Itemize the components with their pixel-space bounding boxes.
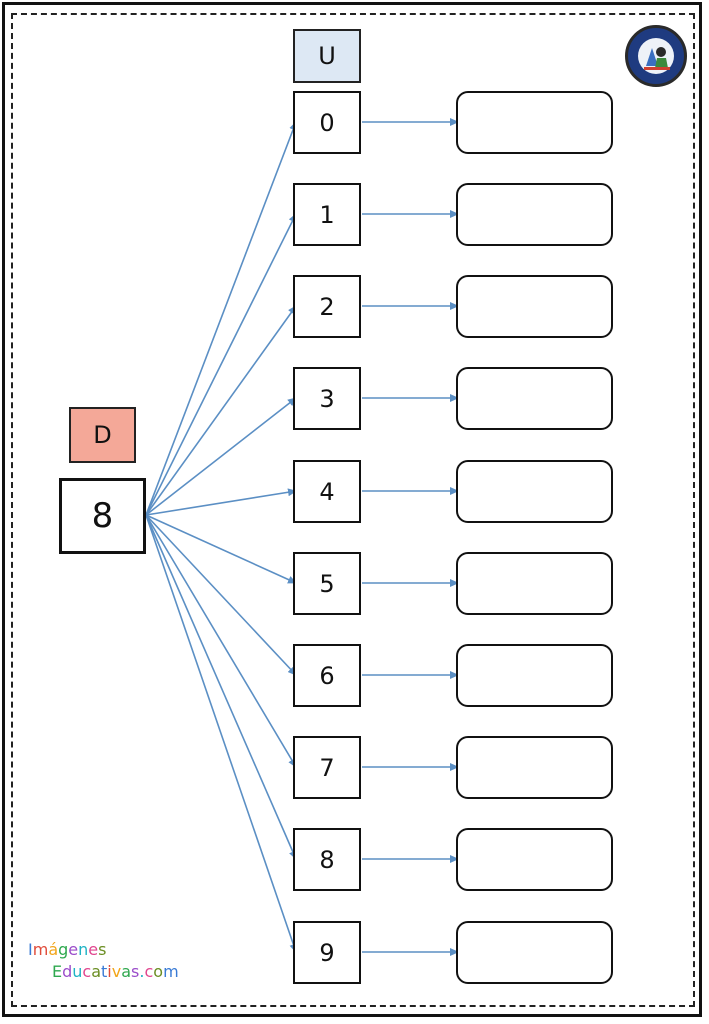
units-digit-box-3: 3 bbox=[293, 367, 361, 430]
units-digit-box-2: 2 bbox=[293, 275, 361, 338]
answer-box-1[interactable] bbox=[456, 183, 613, 246]
dashed-border bbox=[11, 13, 695, 1007]
units-digit-box-0: 0 bbox=[293, 91, 361, 154]
answer-box-8[interactable] bbox=[456, 828, 613, 891]
brand-line-2: Educativas.com bbox=[52, 962, 179, 981]
answer-box-4[interactable] bbox=[456, 460, 613, 523]
tens-digit-box: 8 bbox=[59, 478, 146, 554]
fan-arrow-5 bbox=[145, 514, 297, 584]
brand-text: Imágenes Educativas.com bbox=[28, 939, 179, 983]
brand-line-1: Imágenes bbox=[28, 940, 107, 959]
fan-arrow-9 bbox=[145, 514, 298, 953]
fan-arrow-6 bbox=[145, 514, 297, 676]
units-header: U bbox=[293, 29, 361, 83]
answer-box-0[interactable] bbox=[456, 91, 613, 154]
answer-box-6[interactable] bbox=[456, 644, 613, 707]
units-digit-box-9: 9 bbox=[293, 921, 361, 984]
units-digit-box-6: 6 bbox=[293, 644, 361, 707]
units-digit-box-7: 7 bbox=[293, 736, 361, 799]
units-digit-box-1: 1 bbox=[293, 183, 361, 246]
fan-arrow-0 bbox=[145, 121, 297, 516]
fan-arrow-8 bbox=[145, 514, 297, 860]
outer-border bbox=[2, 2, 702, 1017]
tens-header: D bbox=[69, 407, 136, 463]
logo-icon bbox=[625, 25, 687, 87]
fan-arrow-1 bbox=[145, 213, 297, 516]
units-digit-box-4: 4 bbox=[293, 460, 361, 523]
fan-arrow-2 bbox=[145, 305, 297, 516]
answer-box-9[interactable] bbox=[456, 921, 613, 984]
units-digit-box-5: 5 bbox=[293, 552, 361, 615]
answer-box-5[interactable] bbox=[456, 552, 613, 615]
fan-arrow-7 bbox=[145, 514, 297, 768]
answer-box-3[interactable] bbox=[456, 367, 613, 430]
answer-box-2[interactable] bbox=[456, 275, 613, 338]
fan-arrow-3 bbox=[145, 397, 297, 516]
answer-box-7[interactable] bbox=[456, 736, 613, 799]
units-digit-box-8: 8 bbox=[293, 828, 361, 891]
fan-arrow-4 bbox=[145, 488, 297, 516]
